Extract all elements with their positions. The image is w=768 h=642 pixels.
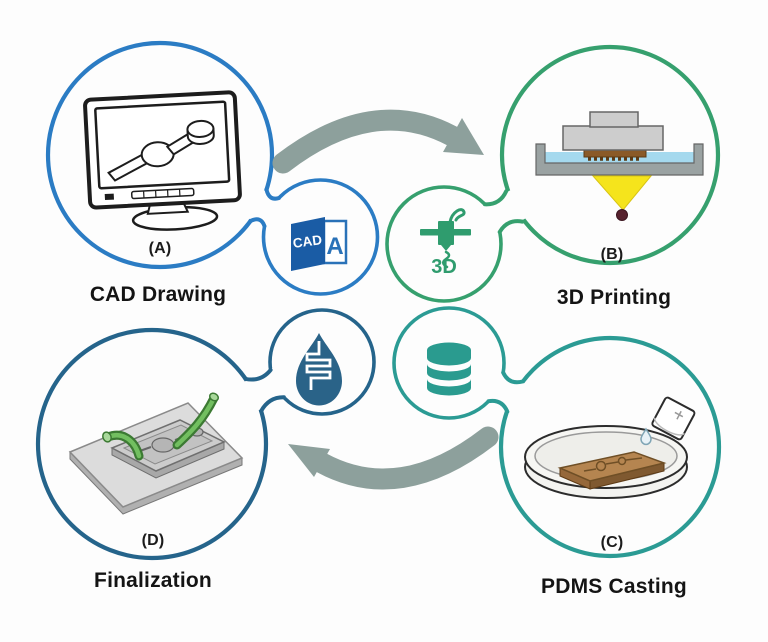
chip-illustration bbox=[68, 392, 244, 515]
connector-circle-droplet bbox=[268, 308, 376, 416]
step-d-circle bbox=[35, 327, 269, 561]
beaker bbox=[651, 396, 696, 441]
step-b-label: 3D Printing bbox=[556, 286, 672, 309]
petri-dish-illustration bbox=[524, 396, 696, 499]
neck-erasers bbox=[238, 187, 530, 415]
step-b-circle bbox=[499, 44, 721, 266]
cad-letter: A bbox=[326, 233, 343, 260]
step-a-label: CAD Drawing bbox=[89, 283, 227, 306]
step-d-tag: (D) bbox=[141, 532, 165, 549]
neck-c-database bbox=[486, 370, 525, 414]
neck-a-cad bbox=[248, 187, 281, 229]
pdms-drop bbox=[640, 427, 652, 446]
neck-b-3d bbox=[482, 189, 525, 234]
step-b-tag: (B) bbox=[600, 246, 624, 263]
droplet-icon bbox=[296, 333, 342, 406]
printer-3d-icon: 3D bbox=[420, 208, 471, 278]
cad-file-icon: A CAD bbox=[291, 217, 348, 271]
connector-circle-cad bbox=[261, 178, 380, 296]
step-c-tag: (C) bbox=[600, 534, 624, 551]
step-c-circle bbox=[498, 335, 722, 559]
connector-circle-database bbox=[392, 306, 506, 420]
printer-3d-text: 3D bbox=[431, 256, 457, 278]
neck-d-droplet bbox=[243, 368, 286, 414]
step-a-tag: (A) bbox=[148, 240, 172, 257]
database-icon bbox=[427, 342, 471, 396]
printer-illustration bbox=[535, 111, 704, 221]
connector-circle-3d bbox=[385, 185, 503, 303]
monitor-illustration bbox=[83, 90, 242, 231]
step-d-label: Finalization bbox=[94, 569, 212, 592]
cad-text: CAD bbox=[292, 232, 323, 251]
arrow-a-to-b bbox=[272, 109, 484, 174]
step-c-label: PDMS Casting bbox=[541, 575, 687, 598]
step-a-circle bbox=[45, 40, 275, 270]
arrow-c-to-d bbox=[288, 426, 499, 490]
